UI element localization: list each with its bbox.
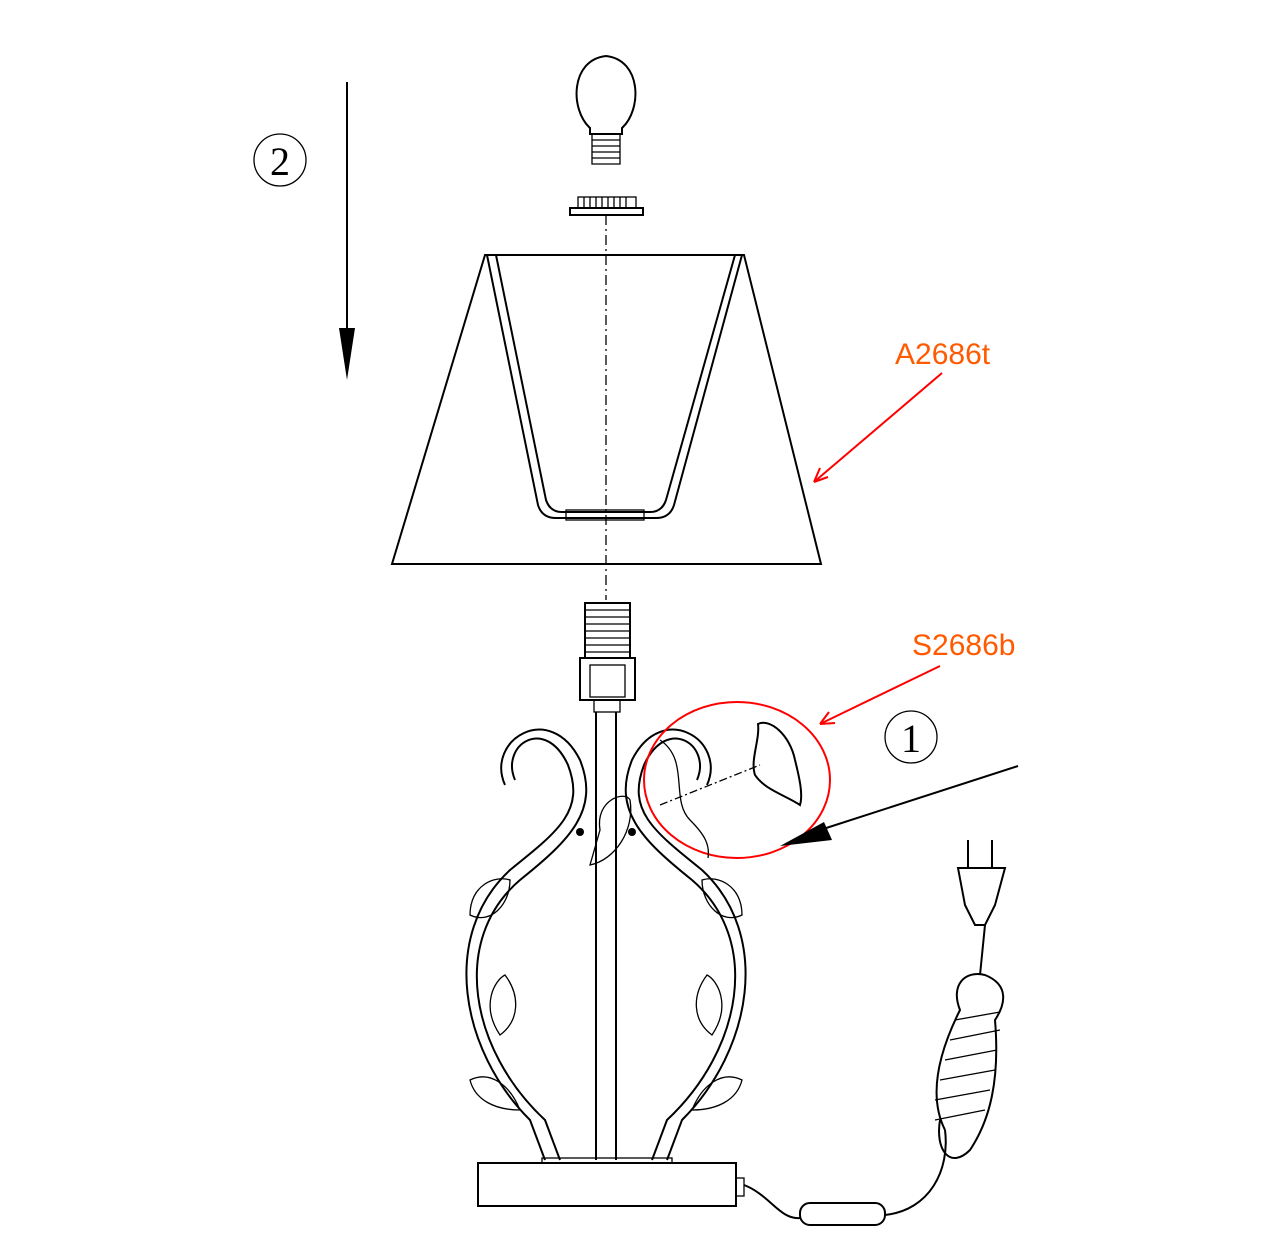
step-one-marker: 1 <box>884 710 938 764</box>
lamp-shade <box>390 254 823 565</box>
step-two-number: 2 <box>270 139 290 184</box>
scroll-frame <box>465 728 747 1161</box>
step-two-arrow <box>339 82 355 380</box>
power-plug <box>956 867 1007 926</box>
light-bulb <box>575 54 637 165</box>
step-one-arrow <box>780 765 1019 846</box>
base-part-label: S2686b <box>912 629 1015 662</box>
cord-switch <box>799 1202 886 1226</box>
power-cord <box>743 840 1007 1226</box>
shade-part-label: A2686t <box>895 338 991 371</box>
lamp-stem <box>595 712 617 1160</box>
step-one-number: 1 <box>901 716 921 761</box>
lamp-base <box>477 1157 745 1207</box>
shade-callout: A2686t <box>813 338 991 483</box>
flower-detail-callout: S2686b <box>643 629 1015 859</box>
lamp-socket <box>579 602 636 713</box>
shade-ring <box>569 196 644 216</box>
step-two-marker: 2 <box>253 133 307 187</box>
